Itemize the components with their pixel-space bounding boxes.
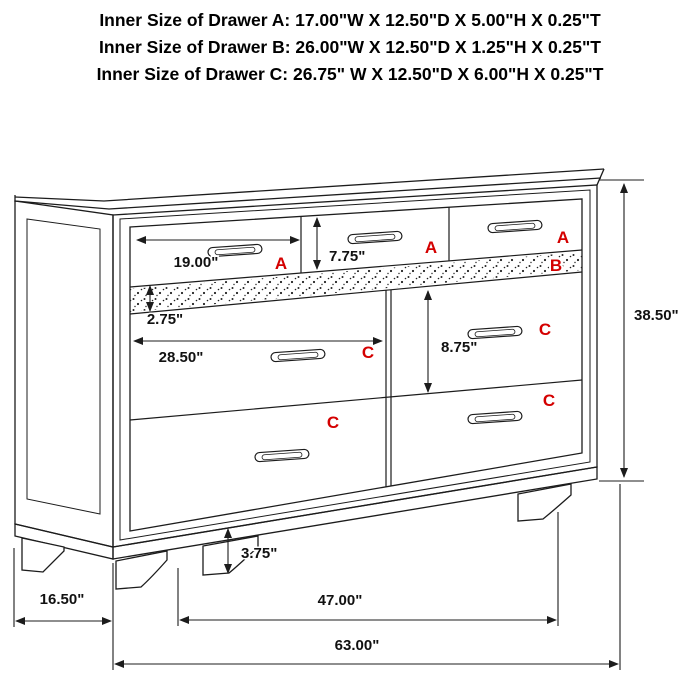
drawer-handle xyxy=(467,325,523,340)
dresser-top xyxy=(14,168,605,210)
dim-foot-height: 3.75" xyxy=(241,545,277,562)
drawer-handle xyxy=(487,219,543,234)
label-drawer-c-mid-right: C xyxy=(539,320,551,339)
spec-line-drawer-a: Inner Size of Drawer A: 17.00"W X 12.50"… xyxy=(99,10,601,30)
drawer-divider-lines xyxy=(129,207,583,487)
dim-overall-width: 63.00" xyxy=(335,637,380,654)
feet xyxy=(21,483,572,590)
drawer-handle xyxy=(347,230,403,245)
drawer-handles xyxy=(207,219,543,463)
label-drawer-a-center: A xyxy=(425,238,437,257)
dim-line-side-depth xyxy=(13,548,112,627)
drawer-letter-labels: A A A B C C C C xyxy=(273,226,571,434)
dim-drawer-c-height: 8.75" xyxy=(441,339,477,356)
spec-line-drawer-b: Inner Size of Drawer B: 26.00"W X 12.50"… xyxy=(99,37,601,57)
dim-side-depth: 16.50" xyxy=(40,591,85,608)
label-drawer-c-mid-left: C xyxy=(362,343,374,362)
drawer-handle xyxy=(270,348,326,363)
dim-overall-height: 38.50" xyxy=(634,307,679,324)
jewelry-drawer-sparkle-band xyxy=(130,252,582,312)
dimension-lines xyxy=(13,179,644,670)
dresser-outline xyxy=(14,168,605,590)
base-rail xyxy=(112,466,598,560)
label-drawer-a-left: A xyxy=(275,254,287,273)
dim-drawer-c-width: 28.50" xyxy=(159,349,204,366)
dim-drawer-a-height: 7.75" xyxy=(329,248,365,265)
dim-line-overall-width xyxy=(112,484,621,670)
dim-jewelry-drawer-height: 2.75" xyxy=(147,311,183,328)
label-drawer-c-bottom-left: C xyxy=(327,413,339,432)
label-drawer-b: B xyxy=(550,256,562,275)
drawer-handle xyxy=(467,410,523,425)
drawer-handle xyxy=(254,448,310,463)
dim-drawer-a-width: 19.00" xyxy=(174,254,219,271)
drawer-handle xyxy=(207,243,263,258)
dim-leg-span: 47.00" xyxy=(318,592,363,609)
label-drawer-c-bottom-right: C xyxy=(543,391,555,410)
dimension-values: 19.00" 7.75" 2.75" 28.50" 8.75" 38.50" 3… xyxy=(38,247,680,656)
label-drawer-a-right: A xyxy=(557,228,569,247)
spec-line-drawer-c: Inner Size of Drawer C: 26.75" W X 12.50… xyxy=(96,64,604,84)
back-left-foot xyxy=(21,537,65,573)
right-foot xyxy=(517,483,572,522)
dim-line-overall-height xyxy=(599,179,644,482)
dim-line-leg-span xyxy=(177,512,559,626)
front-left-foot xyxy=(115,550,168,590)
spec-text-block: Inner Size of Drawer A: 17.00"W X 12.50"… xyxy=(0,7,700,88)
side-panel xyxy=(14,200,114,560)
